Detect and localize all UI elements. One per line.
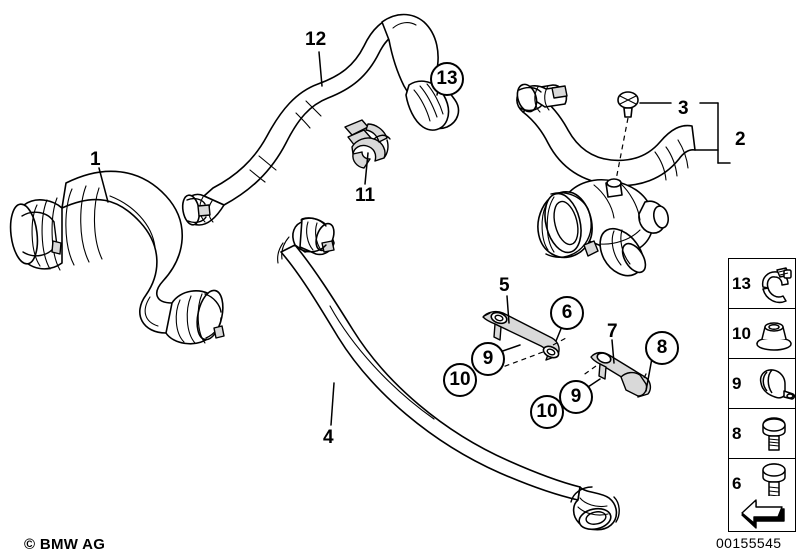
- callout-10-right: 10: [530, 395, 564, 429]
- part-1-right-coupling: [165, 289, 225, 345]
- hose-clamp-icon: [753, 259, 795, 308]
- part-1-left-coupling: [9, 197, 63, 271]
- callout-9-right: 9: [559, 380, 593, 414]
- part-4-bottom-connector: [570, 486, 620, 531]
- callout-7: 7: [607, 321, 618, 342]
- legend-number-9: 9: [732, 373, 742, 393]
- part-1-hose-art: [9, 170, 225, 345]
- legend-number-13: 13: [732, 273, 751, 293]
- hose-bracket-icon: [753, 359, 797, 408]
- flange-nut-icon: [753, 309, 795, 358]
- part-2-upper-connector: [516, 83, 568, 113]
- legend-row-8: 8: [729, 409, 795, 459]
- part-2-assembly-art: [516, 83, 696, 277]
- part-2-left-port: [537, 191, 599, 259]
- callout-8: 8: [645, 331, 679, 365]
- parts-legend-panel: 13 10: [728, 258, 796, 510]
- legend-row-10: 10: [729, 309, 795, 359]
- legend-number-6: 6: [732, 474, 742, 493]
- callout-1: 1: [90, 149, 101, 170]
- short-bolt-icon: [753, 409, 795, 458]
- callout-9-left: 9: [471, 342, 505, 376]
- part-7-bracket-art: [581, 351, 652, 398]
- part-12-hose-art: [181, 13, 460, 226]
- part-2-right-port: [638, 200, 670, 234]
- callout-5: 5: [499, 275, 510, 296]
- part-4-hose-art: [277, 217, 620, 531]
- part-5-bracket-art: [482, 310, 567, 369]
- callout-13: 13: [430, 62, 464, 96]
- bent-arrow-icon: [741, 498, 785, 529]
- callout-6: 6: [550, 296, 584, 330]
- part-4-top-elbow: [277, 217, 335, 264]
- part-number-text: 00155545: [716, 535, 782, 551]
- callout-12: 12: [305, 29, 327, 50]
- callout-11: 11: [355, 185, 376, 206]
- part-11-clip-art: [344, 119, 391, 169]
- callout-10-left: 10: [443, 363, 477, 397]
- copyright-text: © BMW AG: [24, 536, 106, 553]
- part-12-left-coupling: [181, 193, 225, 226]
- part-3-screw-art: [615, 91, 639, 181]
- direction-arrow-box: [728, 496, 796, 532]
- callout-4: 4: [323, 427, 334, 448]
- legend-row-13: 13: [729, 259, 795, 309]
- legend-number-8: 8: [732, 423, 742, 443]
- callout-3: 3: [678, 98, 689, 119]
- callout-2: 2: [735, 129, 746, 150]
- legend-row-9: 9: [729, 359, 797, 409]
- part-2-lower-port: [599, 228, 647, 277]
- legend-number-10: 10: [732, 323, 751, 343]
